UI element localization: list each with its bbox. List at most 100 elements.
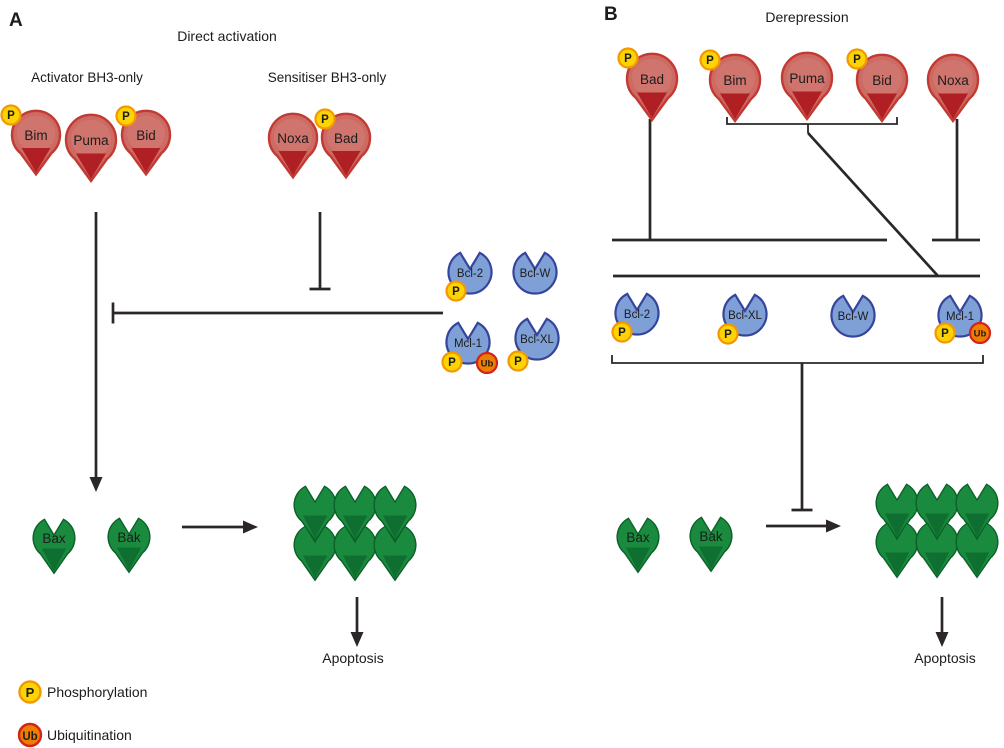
badge-letter: Ub bbox=[481, 358, 494, 369]
phosphorylation-badge: P bbox=[0, 104, 22, 126]
protein-label: Mcl-1 bbox=[454, 338, 482, 350]
phosphorylation-badge: P bbox=[846, 48, 868, 70]
phosphorylation-badge: P bbox=[611, 321, 633, 343]
protein-noxa: Noxa bbox=[267, 112, 319, 180]
oligomer-unit bbox=[875, 522, 919, 579]
protein-label: Mcl-1 bbox=[946, 311, 974, 323]
oligomer-to-apoptosis-arrow-b bbox=[935, 597, 949, 647]
protein-bcl-xl: Bcl-XL P bbox=[717, 293, 768, 345]
badge-letter: P bbox=[624, 53, 632, 65]
protein-label: Bad bbox=[640, 72, 664, 87]
activator-group-label: Activator BH3-only bbox=[31, 70, 143, 85]
legend-item-phosphorylation: P Phosphorylation bbox=[18, 680, 147, 704]
protein-bim: Bim P bbox=[699, 49, 762, 124]
protein-label: Bid bbox=[872, 73, 892, 88]
oligomer-to-apoptosis-arrow bbox=[350, 597, 364, 647]
protein-bcl-w: Bcl-W bbox=[512, 251, 558, 295]
protein-bid: Bid P bbox=[846, 48, 909, 124]
protein-bcl-2: Bcl-2P bbox=[445, 251, 493, 302]
oligomer-unit bbox=[955, 483, 999, 540]
phosphorylation-badge: P bbox=[441, 351, 463, 373]
protein-bax: Bax bbox=[32, 518, 76, 575]
protein-bak: Bak bbox=[107, 517, 151, 574]
legend-ub-letter: Ub bbox=[22, 731, 37, 743]
ubiquitination-badge-icon bbox=[17, 722, 43, 748]
protein-label: Bim bbox=[24, 128, 47, 143]
protein-label: Bcl-XL bbox=[728, 310, 762, 322]
apoptosis-label-b: Apoptosis bbox=[914, 650, 975, 666]
legend-phosphorylation-label: Phosphorylation bbox=[47, 684, 147, 700]
protein-bak: Bak bbox=[689, 516, 733, 573]
protein-bax: Bax bbox=[616, 517, 660, 574]
protein-bim: Bim P bbox=[0, 104, 62, 177]
phosphorylation-badge: P bbox=[115, 105, 137, 127]
panel-a-letter: A bbox=[9, 10, 23, 31]
sensitiser-inhibition-tbar bbox=[309, 212, 331, 291]
protein-label: Bcl-W bbox=[520, 268, 551, 280]
protein-label: Bcl-XL bbox=[520, 334, 554, 346]
oligomer-unit bbox=[333, 485, 377, 542]
oligomer-unit bbox=[915, 522, 959, 579]
badge-letter: P bbox=[724, 329, 732, 341]
legend: P Phosphorylation Ub Ubiquitination bbox=[17, 680, 147, 748]
panel-a-title: Direct activation bbox=[177, 28, 277, 44]
oligomer-unit bbox=[915, 483, 959, 540]
badge-letter: P bbox=[7, 110, 15, 122]
prosurvival-inhibits-activator-tbar bbox=[111, 302, 443, 324]
phosphorylation-badge-icon bbox=[18, 680, 42, 704]
phosphorylation-badge: P bbox=[934, 322, 956, 344]
panel-b-letter: B bbox=[604, 4, 618, 25]
protein-label: Bax bbox=[42, 531, 66, 546]
oligomer-unit bbox=[373, 485, 417, 542]
protein-label: Bcl-2 bbox=[457, 268, 483, 280]
prosurvival-inhibits-oligomerisation-tbar bbox=[791, 363, 813, 512]
protein-puma: Puma bbox=[780, 51, 834, 122]
baxbak-oligomerisation-arrow-b bbox=[766, 519, 841, 533]
badge-letter: P bbox=[618, 327, 626, 339]
oligomer-unit bbox=[875, 483, 919, 540]
oligomer-unit bbox=[333, 525, 377, 582]
protein-bcl-xl: Bcl-XL P bbox=[507, 317, 560, 372]
phosphorylation-badge: P bbox=[717, 323, 739, 345]
protein-label: Bax bbox=[626, 530, 650, 545]
connector-layer bbox=[89, 117, 984, 647]
badge-letter: P bbox=[514, 356, 522, 368]
oligomer-unit bbox=[373, 525, 417, 582]
baxbak-oligomerisation-arrow bbox=[182, 520, 258, 534]
protein-noxa: Noxa bbox=[926, 53, 980, 124]
activator-group-bracket bbox=[726, 117, 898, 125]
protein-label: Bcl-W bbox=[838, 311, 869, 323]
badge-letter: P bbox=[448, 357, 456, 369]
ubiquitination-badge: Ub bbox=[968, 321, 992, 345]
protein-label: Puma bbox=[73, 133, 109, 148]
badge-letter: P bbox=[706, 55, 714, 67]
protein-label: Puma bbox=[789, 71, 825, 86]
badge-letter: P bbox=[853, 54, 861, 66]
protein-puma: Puma bbox=[64, 113, 118, 184]
legend-p-letter: P bbox=[26, 685, 35, 700]
protein-label: Bim bbox=[723, 73, 746, 88]
protein-bad: Bad P bbox=[617, 47, 679, 123]
sensitiser-group-label: Sensitiser BH3-only bbox=[268, 70, 387, 85]
oligomer-unit bbox=[955, 522, 999, 579]
phosphorylation-badge: P bbox=[314, 108, 336, 130]
activator-to-baxbak-arrow bbox=[89, 212, 103, 492]
badge-letter: P bbox=[321, 114, 329, 126]
protein-label: Bak bbox=[699, 529, 723, 544]
protein-label: Bcl-2 bbox=[624, 309, 650, 321]
protein-mcl-1: Mcl-1P Ub bbox=[934, 294, 992, 345]
protein-label: Noxa bbox=[277, 131, 309, 146]
protein-label: Bid bbox=[136, 128, 156, 143]
ubiquitination-badge: Ub bbox=[475, 351, 499, 375]
phosphorylation-badge: P bbox=[507, 350, 529, 372]
prosurvival-group-bracket bbox=[611, 355, 984, 364]
protein-label: Bak bbox=[117, 530, 141, 545]
badge-letter: P bbox=[452, 286, 460, 298]
phosphorylation-badge: P bbox=[445, 280, 467, 302]
phosphorylation-badge: P bbox=[699, 49, 721, 71]
